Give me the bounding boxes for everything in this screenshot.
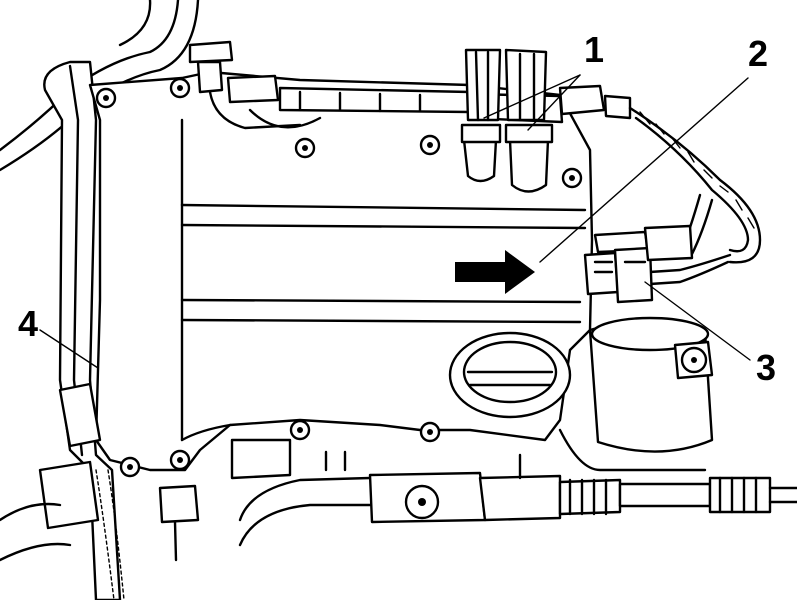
plug-connectors bbox=[460, 48, 554, 193]
right-harness bbox=[558, 84, 762, 286]
cover-bolts bbox=[95, 77, 583, 478]
callout-2: 2 bbox=[748, 33, 768, 74]
bottom-pipe bbox=[238, 450, 797, 547]
oil-filter-housing bbox=[558, 316, 714, 472]
oil-filler-cap bbox=[448, 331, 572, 419]
callout-4: 4 bbox=[18, 303, 38, 344]
callout-1: 1 bbox=[584, 29, 604, 70]
direction-arrow bbox=[455, 250, 535, 294]
sensor-connector bbox=[583, 224, 694, 304]
leader-lines bbox=[39, 74, 751, 369]
callout-3: 3 bbox=[756, 347, 776, 388]
bottom-left-fittings bbox=[0, 382, 292, 562]
